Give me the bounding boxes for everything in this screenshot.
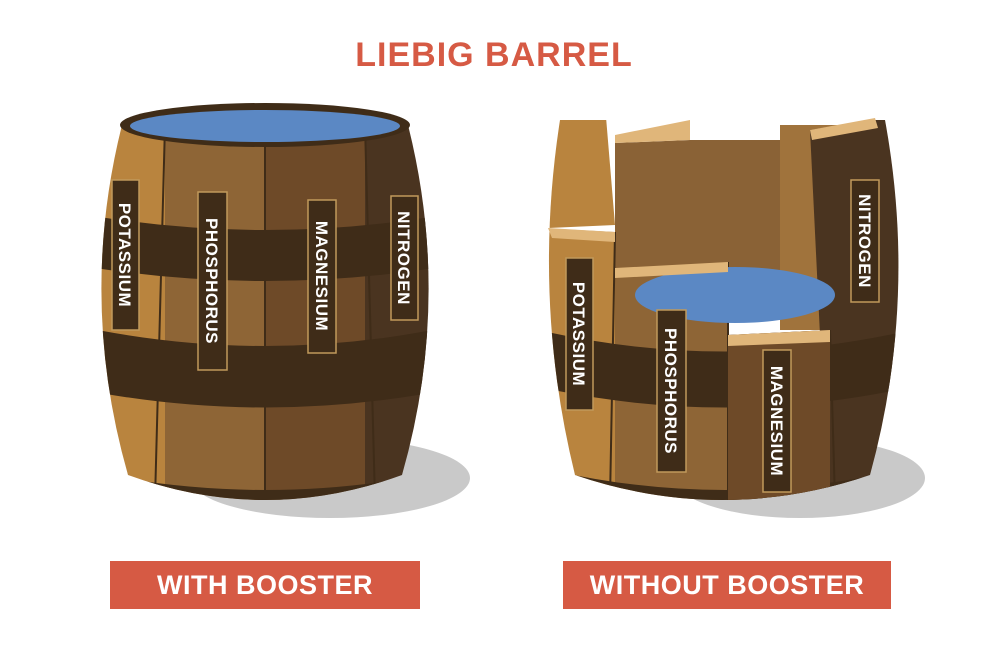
stave-label-magnesium: MAGNESIUM — [762, 349, 792, 493]
stave-label-nitrogen: NITROGEN — [850, 179, 880, 303]
stave-label-phosphorus: PHOSPHORUS — [656, 309, 687, 473]
svg-text:MAGNESIUM: MAGNESIUM — [312, 221, 331, 331]
svg-text:POTASSIUM: POTASSIUM — [569, 282, 588, 386]
stave-label-phosphorus: PHOSPHORUS — [197, 191, 228, 371]
svg-text:NITROGEN: NITROGEN — [394, 211, 413, 305]
stave-label-potassium: POTASSIUM — [565, 257, 594, 411]
svg-text:NITROGEN: NITROGEN — [855, 194, 874, 288]
water-surface — [130, 110, 400, 142]
svg-text:PHOSPHORUS: PHOSPHORUS — [202, 218, 221, 344]
with-booster-caption: WITH BOOSTER — [110, 561, 420, 609]
without-booster-caption: WITHOUT BOOSTER — [563, 561, 891, 609]
stave-label-nitrogen: NITROGEN — [390, 195, 419, 321]
barrel-with-booster: POTASSIUM PHOSPHORUS MAGNESIUM NITROGEN — [101, 103, 470, 518]
stave-label-potassium: POTASSIUM — [111, 179, 140, 331]
svg-text:POTASSIUM: POTASSIUM — [115, 203, 134, 307]
stave-label-magnesium: MAGNESIUM — [307, 199, 337, 354]
barrel-without-booster: POTASSIUM PHOSPHORUS MAGNESIUM NITROGEN — [548, 118, 925, 518]
svg-text:MAGNESIUM: MAGNESIUM — [767, 366, 786, 476]
water-surface — [635, 267, 835, 323]
page-title: LIEBIG BARREL — [355, 36, 632, 74]
svg-text:PHOSPHORUS: PHOSPHORUS — [661, 328, 680, 454]
